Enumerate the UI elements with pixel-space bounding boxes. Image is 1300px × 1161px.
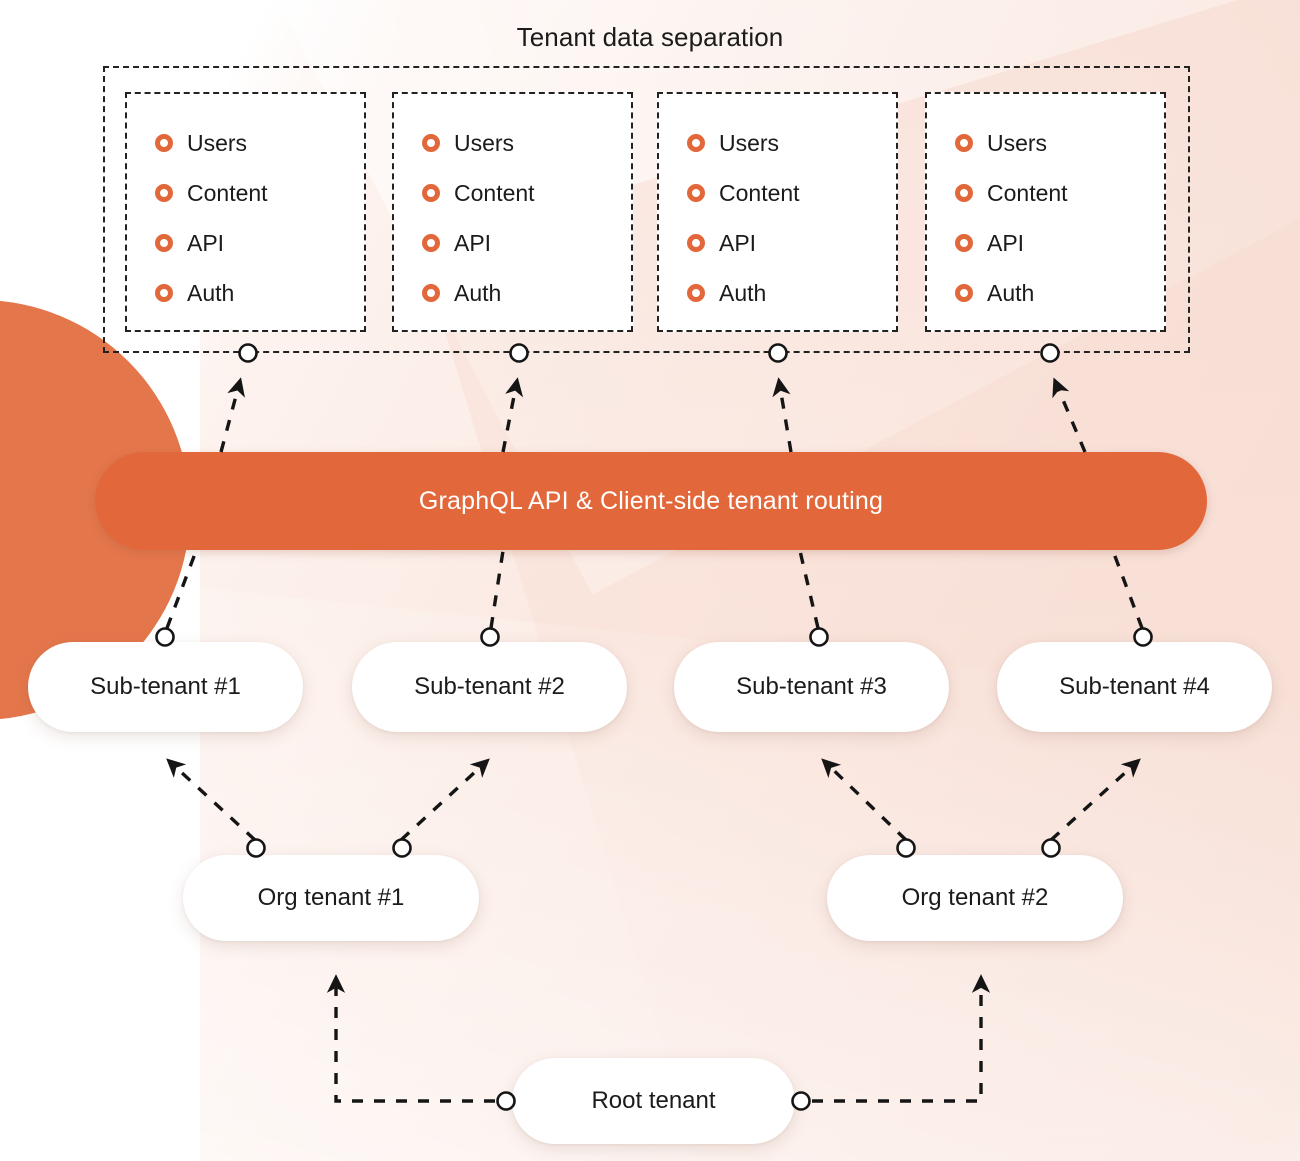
sub-tenant-2-node[interactable]: Sub-tenant #2: [352, 642, 627, 732]
wire-sub-tenant-4-to-api: [1111, 550, 1144, 629]
tenant-feature-content: Content: [955, 168, 1164, 218]
tenant-feature-label: Users: [987, 129, 1048, 156]
tenant-feature-users: Users: [687, 118, 896, 168]
wires-api-to-tenants: [219, 377, 1087, 453]
tenant-card-3: Users Content API Auth: [657, 92, 898, 332]
page-title: Tenant data separation: [516, 22, 784, 52]
wire-sub-tenant-1-to-api: [165, 550, 198, 629]
sub-tenant-2-label: Sub-tenant #2: [414, 673, 565, 700]
tenant-card-2: Users Content API Auth: [392, 92, 633, 332]
tenant-feature-label: Auth: [719, 279, 767, 306]
connector-dot-icon[interactable]: [896, 838, 916, 858]
wire-sub-tenant-2-to-api: [489, 550, 505, 629]
donut-bullet-icon: [955, 234, 973, 252]
graphql-api-bar-label: GraphQL API & Client-side tenant routing: [418, 486, 884, 515]
wire-org-1-to-sub-tenant-2: [399, 758, 490, 842]
wire-api-to-tenant-1: [219, 377, 245, 453]
sub-tenant-1-label: Sub-tenant #1: [90, 673, 241, 700]
tenant-feature-label: Auth: [987, 279, 1035, 306]
tenant-feature-label: API: [719, 229, 757, 256]
sub-tenant-3-node[interactable]: Sub-tenant #3: [674, 642, 949, 732]
donut-bullet-icon: [155, 184, 173, 202]
wire-api-to-tenant-2: [501, 377, 524, 453]
root-tenant-label: Root tenant: [591, 1087, 716, 1114]
wires-orgs-to-subtenants: [166, 758, 1141, 842]
donut-bullet-icon: [687, 234, 705, 252]
wire-org-2-to-sub-tenant-4: [1049, 758, 1141, 842]
wire-root-to-org-2: [812, 974, 991, 1103]
tenant-feature-label: Users: [454, 129, 515, 156]
tenant-feature-auth: Auth: [155, 268, 364, 318]
donut-bullet-icon: [422, 234, 440, 252]
sub-tenant-4-label: Sub-tenant #4: [1059, 673, 1210, 700]
tenant-feature-api: API: [687, 218, 896, 268]
donut-bullet-icon: [687, 284, 705, 302]
tenant-feature-label: API: [187, 229, 225, 256]
wire-org-2-to-sub-tenant-3: [821, 758, 908, 842]
donut-bullet-icon: [955, 284, 973, 302]
donut-bullet-icon: [422, 284, 440, 302]
tenant-feature-auth: Auth: [687, 268, 896, 318]
donut-bullet-icon: [155, 284, 173, 302]
donut-bullet-icon: [155, 234, 173, 252]
tenant-feature-label: API: [454, 229, 492, 256]
tenant-feature-content: Content: [155, 168, 364, 218]
donut-bullet-icon: [955, 134, 973, 152]
graphql-api-bar[interactable]: GraphQL API & Client-side tenant routing: [95, 452, 1207, 550]
sub-tenant-4-node[interactable]: Sub-tenant #4: [997, 642, 1272, 732]
tenant-feature-content: Content: [422, 168, 631, 218]
donut-bullet-icon: [155, 134, 173, 152]
tenant-feature-api: API: [955, 218, 1164, 268]
donut-bullet-icon: [687, 184, 705, 202]
org-tenant-1-node[interactable]: Org tenant #1: [183, 855, 479, 941]
tenant-feature-auth: Auth: [422, 268, 631, 318]
wire-sub-tenant-3-to-api: [798, 550, 820, 629]
tenant-feature-auth: Auth: [955, 268, 1164, 318]
tenant-feature-label: Content: [454, 179, 535, 206]
org-tenant-2-label: Org tenant #2: [901, 884, 1049, 911]
donut-bullet-icon: [422, 184, 440, 202]
wire-org-1-to-sub-tenant-1: [166, 758, 257, 842]
tenant-feature-label: Auth: [454, 279, 502, 306]
wires-subtenants-to-api: [165, 550, 1144, 629]
tenant-card-1: Users Content API Auth: [125, 92, 366, 332]
tenant-feature-label: Content: [187, 179, 268, 206]
connector-dot-icon[interactable]: [1041, 838, 1061, 858]
tenant-feature-label: API: [987, 229, 1025, 256]
tenant-feature-label: Content: [719, 179, 800, 206]
tenant-feature-label: Auth: [187, 279, 235, 306]
donut-bullet-icon: [687, 134, 705, 152]
tenant-feature-label: Users: [187, 129, 248, 156]
tenant-feature-users: Users: [155, 118, 364, 168]
tenant-feature-users: Users: [422, 118, 631, 168]
wire-root-to-org-1: [326, 974, 495, 1103]
tenant-card-4: Users Content API Auth: [925, 92, 1166, 332]
tenant-feature-api: API: [422, 218, 631, 268]
root-tenant-node[interactable]: Root tenant: [512, 1058, 795, 1144]
wire-api-to-tenant-3: [772, 377, 793, 453]
tenant-feature-users: Users: [955, 118, 1164, 168]
tenant-feature-label: Content: [987, 179, 1068, 206]
tenant-feature-api: API: [155, 218, 364, 268]
donut-bullet-icon: [955, 184, 973, 202]
org-tenant-1-label: Org tenant #1: [257, 884, 405, 911]
org-tenant-2-node[interactable]: Org tenant #2: [827, 855, 1123, 941]
sub-tenant-1-node[interactable]: Sub-tenant #1: [28, 642, 303, 732]
tenant-feature-content: Content: [687, 168, 896, 218]
wire-api-to-tenant-4: [1052, 377, 1087, 453]
sub-tenant-3-label: Sub-tenant #3: [736, 673, 887, 700]
donut-bullet-icon: [422, 134, 440, 152]
connector-dot-icon[interactable]: [246, 838, 266, 858]
connector-dot-icon[interactable]: [791, 1091, 811, 1111]
tenant-separation-boundary: [103, 66, 1190, 353]
tenant-feature-label: Users: [719, 129, 780, 156]
connector-dot-icon[interactable]: [392, 838, 412, 858]
